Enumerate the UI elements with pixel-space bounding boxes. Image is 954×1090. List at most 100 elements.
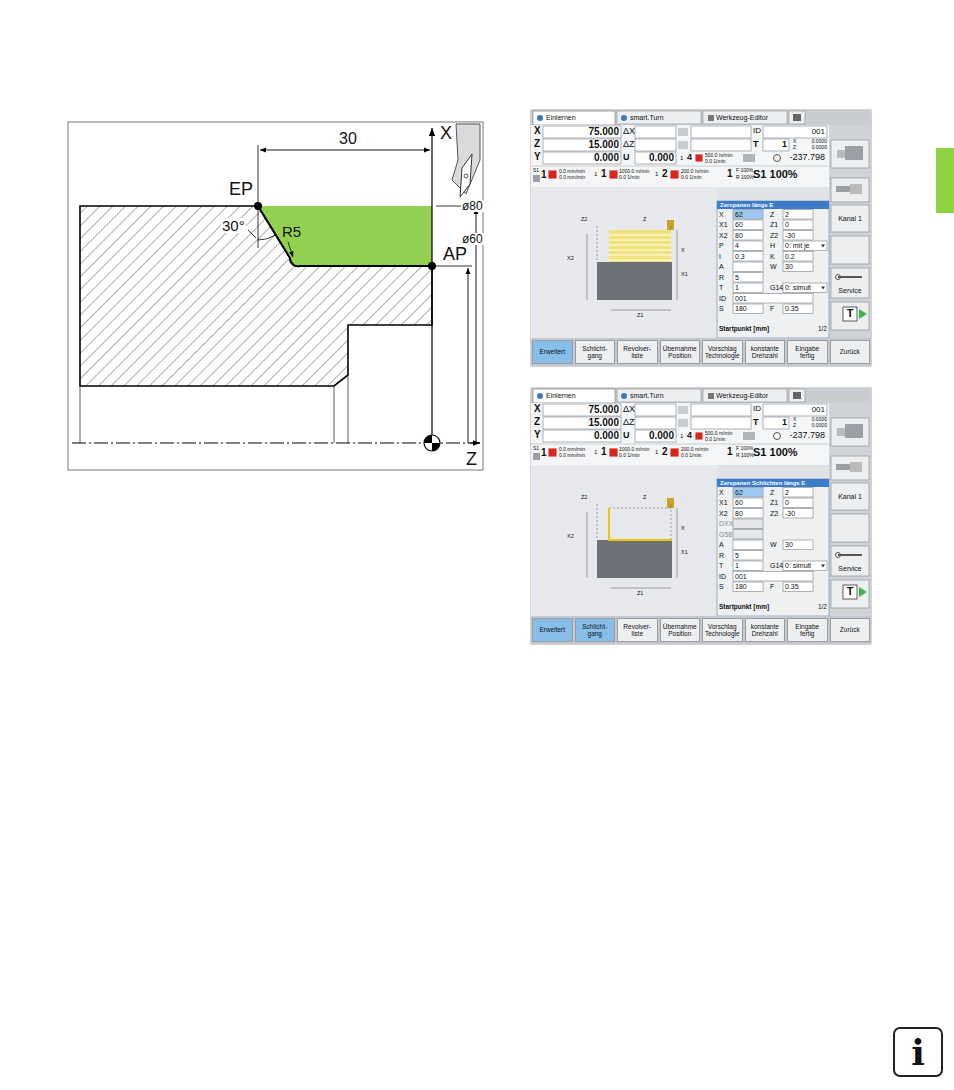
tool-icon: [850, 184, 862, 194]
part-edge: [80, 386, 81, 443]
side-button: Kanal 1: [831, 205, 869, 232]
screen-panel: [717, 465, 829, 479]
node-text: Erweitert: [539, 626, 565, 633]
value-box: [543, 152, 621, 164]
tab-bar: [531, 110, 871, 125]
screen-text: -237.798: [789, 431, 825, 440]
dimension-label: X: [440, 124, 452, 142]
side-button: [831, 236, 869, 264]
node-text: Kanal 1: [838, 215, 862, 223]
field-name: I: [719, 253, 721, 260]
input-field: [733, 262, 763, 272]
screen-text: 1: [655, 449, 658, 455]
field-name: X: [719, 489, 724, 496]
leader-line: [248, 230, 256, 238]
dimension-line: [468, 268, 469, 443]
tool-icon: [850, 462, 862, 472]
dialog-footer: Startpunkt [mm]: [719, 604, 769, 611]
part-edge: [334, 386, 335, 443]
cut-line: [609, 255, 671, 256]
dimension-line: [587, 512, 588, 578]
softkey: Eingabe fertig: [787, 340, 828, 364]
dialog-footer: Startpunkt [mm]: [719, 326, 769, 333]
workpiece-section: [80, 206, 432, 386]
screen-text: T: [753, 418, 759, 427]
input-field: [733, 509, 763, 519]
input-field: [733, 304, 763, 314]
screen-text: S1: [533, 446, 539, 451]
tab: [789, 389, 805, 402]
value-box: [543, 430, 621, 442]
tab: Einlernen: [533, 389, 615, 403]
side-bar: [829, 403, 871, 616]
icon: [533, 453, 540, 460]
screen-text: 4: [687, 153, 692, 162]
tab-icon: [708, 115, 714, 121]
screen-frame: [531, 388, 871, 644]
help-graphic: [531, 187, 717, 338]
graphic-label: X: [681, 526, 685, 532]
field-name: X2: [719, 510, 728, 517]
screen-text: 2: [662, 447, 668, 457]
input-field: [783, 252, 813, 262]
value-box: [543, 417, 621, 429]
node-text: Revolver- liste: [619, 345, 656, 359]
dialog-panel: [717, 479, 829, 616]
screen-text: 1: [594, 171, 597, 177]
softkey: Schlicht- gang: [575, 340, 616, 364]
value-box: [635, 404, 676, 416]
screen-text: ΔZ: [623, 418, 635, 427]
icon: [743, 432, 755, 440]
input-field: [733, 498, 763, 508]
input-field: [733, 551, 763, 561]
screen-text: T: [847, 586, 854, 597]
screen-text: X: [534, 126, 541, 136]
node-text: Schlicht- gang: [577, 345, 614, 359]
side-button: [831, 268, 869, 298]
screen-text: 1: [782, 418, 787, 427]
node-text: Zurück: [840, 348, 860, 355]
field-value: 60: [735, 499, 743, 506]
icon: [743, 154, 755, 162]
dialog-footer: 1/2: [818, 604, 827, 611]
tab: [789, 111, 805, 124]
field-value: -30: [785, 510, 795, 517]
tool-screw: [464, 174, 468, 178]
origin-symbol: [424, 435, 432, 443]
node-text: Kanal 1: [838, 493, 862, 501]
screen-text: S1: [533, 168, 539, 173]
field-value: 001: [735, 295, 747, 302]
cut-line: [609, 260, 671, 261]
screen-frame: [531, 110, 871, 366]
screen-text: U: [623, 153, 630, 162]
screen-text: 500.0 m/min: [705, 431, 733, 436]
tab-icon: [537, 393, 543, 399]
screen-text: Z: [534, 139, 540, 149]
screen-text: ΔX: [623, 127, 635, 136]
screen-text: 0.0 1/min: [705, 437, 726, 442]
node-text: Übernahme Position: [662, 623, 699, 637]
finished-contour: [258, 206, 432, 266]
dimension-line: [587, 234, 588, 300]
screen-text: 1: [782, 140, 787, 149]
node-text: Einlernen: [546, 392, 576, 400]
graphic-label: Z2: [581, 217, 587, 223]
screen-text: 2: [662, 169, 668, 179]
screen-text: 15.000: [588, 140, 619, 150]
softkey: konstante Drehzahl: [745, 340, 786, 364]
input-field: [733, 530, 763, 540]
node-text: Einlernen: [546, 114, 576, 122]
field-name: Z1: [770, 221, 778, 228]
screen-text: 1: [727, 447, 733, 457]
field-value: 4: [735, 242, 739, 249]
screen-text: ΔZ: [623, 140, 635, 149]
angle-reference: [258, 206, 259, 248]
input-field: [733, 283, 763, 293]
input-field: [733, 540, 763, 550]
screen-text: 0.0 1/min: [619, 175, 640, 180]
field-name: ID: [719, 573, 726, 580]
status-icon: [670, 448, 679, 457]
field-name: Z2: [770, 232, 778, 239]
value-box: [763, 139, 789, 151]
side-button: [831, 302, 869, 330]
